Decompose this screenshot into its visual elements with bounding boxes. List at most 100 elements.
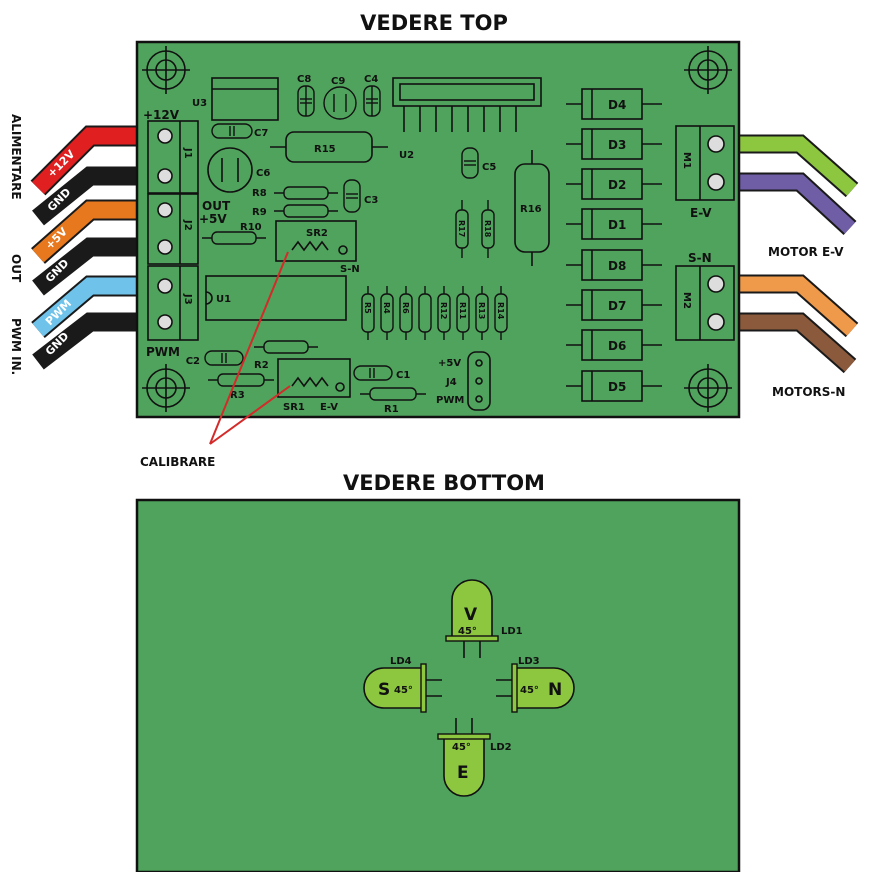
motor-wires (720, 134, 859, 374)
label-u3: U3 (192, 98, 207, 109)
label-d4: D4 (608, 98, 626, 112)
title-top: VEDERE TOP (360, 11, 508, 35)
led-ld4-angle: 45° (394, 685, 413, 696)
label-u2: U2 (399, 150, 414, 161)
label-r9: R9 (252, 207, 267, 218)
label-pwm-in: PWM IN. (9, 318, 23, 375)
label-r10: R10 (240, 222, 262, 233)
label-out-board: OUT (202, 199, 231, 213)
label-u1: U1 (216, 294, 231, 305)
led-ld4-name: LD4 (390, 656, 412, 667)
label-d3: D3 (608, 138, 626, 152)
led-ld3: 45° N LD3 (496, 656, 575, 713)
terminal-m2 (675, 265, 735, 341)
resistor-r1 (360, 387, 426, 401)
label-c6: C6 (256, 168, 270, 179)
label-alimentare: ALIMENTARE (9, 114, 23, 200)
label-r3: R3 (230, 390, 245, 401)
led-ld2: 45° E LD2 (437, 718, 512, 797)
label-motor-sn: MOTORS-N (772, 385, 845, 399)
label-c1: C1 (396, 370, 410, 381)
capacitor-c9 (323, 86, 357, 120)
label-pwm: PWM (146, 345, 180, 359)
board-top: J1 J2 J3 +12V PWM U3 C8 C9 C4 (135, 40, 741, 419)
label-sn-trim: S-N (340, 264, 360, 275)
resistor-r9 (274, 204, 338, 218)
led-ld2-name: LD2 (490, 742, 512, 753)
label-j4-5v: +5V (438, 358, 461, 369)
label-j3: J3 (182, 293, 193, 305)
trimmer-sr1 (277, 358, 351, 398)
led-ld1-name: LD1 (501, 626, 523, 637)
label-c5: C5 (482, 162, 496, 173)
mounting-hole-tr (684, 46, 732, 94)
resistor-r3 (208, 373, 274, 387)
label-j4: J4 (445, 377, 457, 388)
label-r14: R14 (496, 302, 505, 320)
label-r17: R17 (457, 220, 466, 237)
resistor-r10 (202, 231, 266, 245)
mounting-hole-tl (142, 46, 190, 94)
terminal-j1 (147, 120, 199, 194)
label-d8: D8 (608, 259, 626, 273)
resistor-r16 (514, 150, 550, 266)
label-r18: R18 (483, 220, 492, 238)
trimmer-sr2 (275, 220, 357, 262)
label-r4: R4 (382, 302, 391, 314)
capacitor-c6 (207, 147, 253, 193)
label-r11: R11 (458, 302, 467, 320)
calibrare-arrows (209, 251, 291, 445)
label-c9: C9 (331, 76, 345, 87)
label-ev-trim: E-V (320, 402, 338, 413)
label-j2: J2 (182, 219, 193, 231)
terminal-j2 (147, 193, 199, 265)
label-d7: D7 (608, 299, 626, 313)
led-ld3-name: LD3 (518, 656, 540, 667)
label-sr2: SR2 (306, 228, 328, 239)
resistor-r17 (455, 200, 469, 258)
label-d2: D2 (608, 178, 626, 192)
capacitor-c5 (461, 147, 479, 179)
led-ld4-dir: S (378, 680, 390, 700)
regulator-u3 (211, 77, 279, 121)
title-bottom: VEDERE BOTTOM (343, 471, 545, 495)
label-out: OUT (9, 254, 23, 283)
mounting-hole-bl (142, 364, 190, 412)
label-plus12v: +12V (143, 108, 180, 122)
label-r12: R12 (439, 302, 448, 319)
label-c7: C7 (254, 128, 268, 139)
label-c4: C4 (364, 74, 378, 85)
label-r2: R2 (254, 360, 269, 371)
label-r16: R16 (520, 204, 542, 215)
label-m1: M1 (681, 152, 692, 169)
resistor-r8 (274, 186, 338, 200)
led-ld2-dir: E (457, 763, 469, 783)
capacitor-c4 (363, 85, 381, 117)
capacitor-c1 (353, 365, 393, 381)
jumper-j4 (467, 351, 491, 411)
label-d6: D6 (608, 339, 626, 353)
label-r1: R1 (384, 404, 399, 415)
mounting-hole-br (684, 364, 732, 412)
led-ld3-dir: N (548, 680, 562, 700)
label-r15: R15 (314, 144, 336, 155)
label-motor-ev: MOTOR E-V (768, 245, 844, 259)
led-ld1-angle: 45° (458, 626, 477, 637)
board-bottom: V 45° LD1 45° E LD2 45° N LD3 (135, 498, 741, 872)
label-c2: C2 (186, 356, 200, 367)
left-wires: +12V GND +5V GND PWM GND (30, 125, 160, 370)
label-r5: R5 (363, 302, 372, 314)
label-r8: R8 (252, 188, 267, 199)
capacitor-c3 (343, 179, 361, 213)
led-ld4: S 45° LD4 (363, 656, 442, 713)
resistor-r18 (481, 200, 495, 258)
diodes (566, 88, 662, 402)
label-c3: C3 (364, 195, 378, 206)
ic-u1 (205, 275, 347, 321)
led-ld1: V 45° LD1 (445, 579, 523, 658)
capacitor-c8 (297, 85, 315, 117)
led-ld3-angle: 45° (520, 685, 539, 696)
label-plus5v-board: +5V (199, 212, 227, 226)
label-ev-connector: E-V (690, 206, 712, 220)
